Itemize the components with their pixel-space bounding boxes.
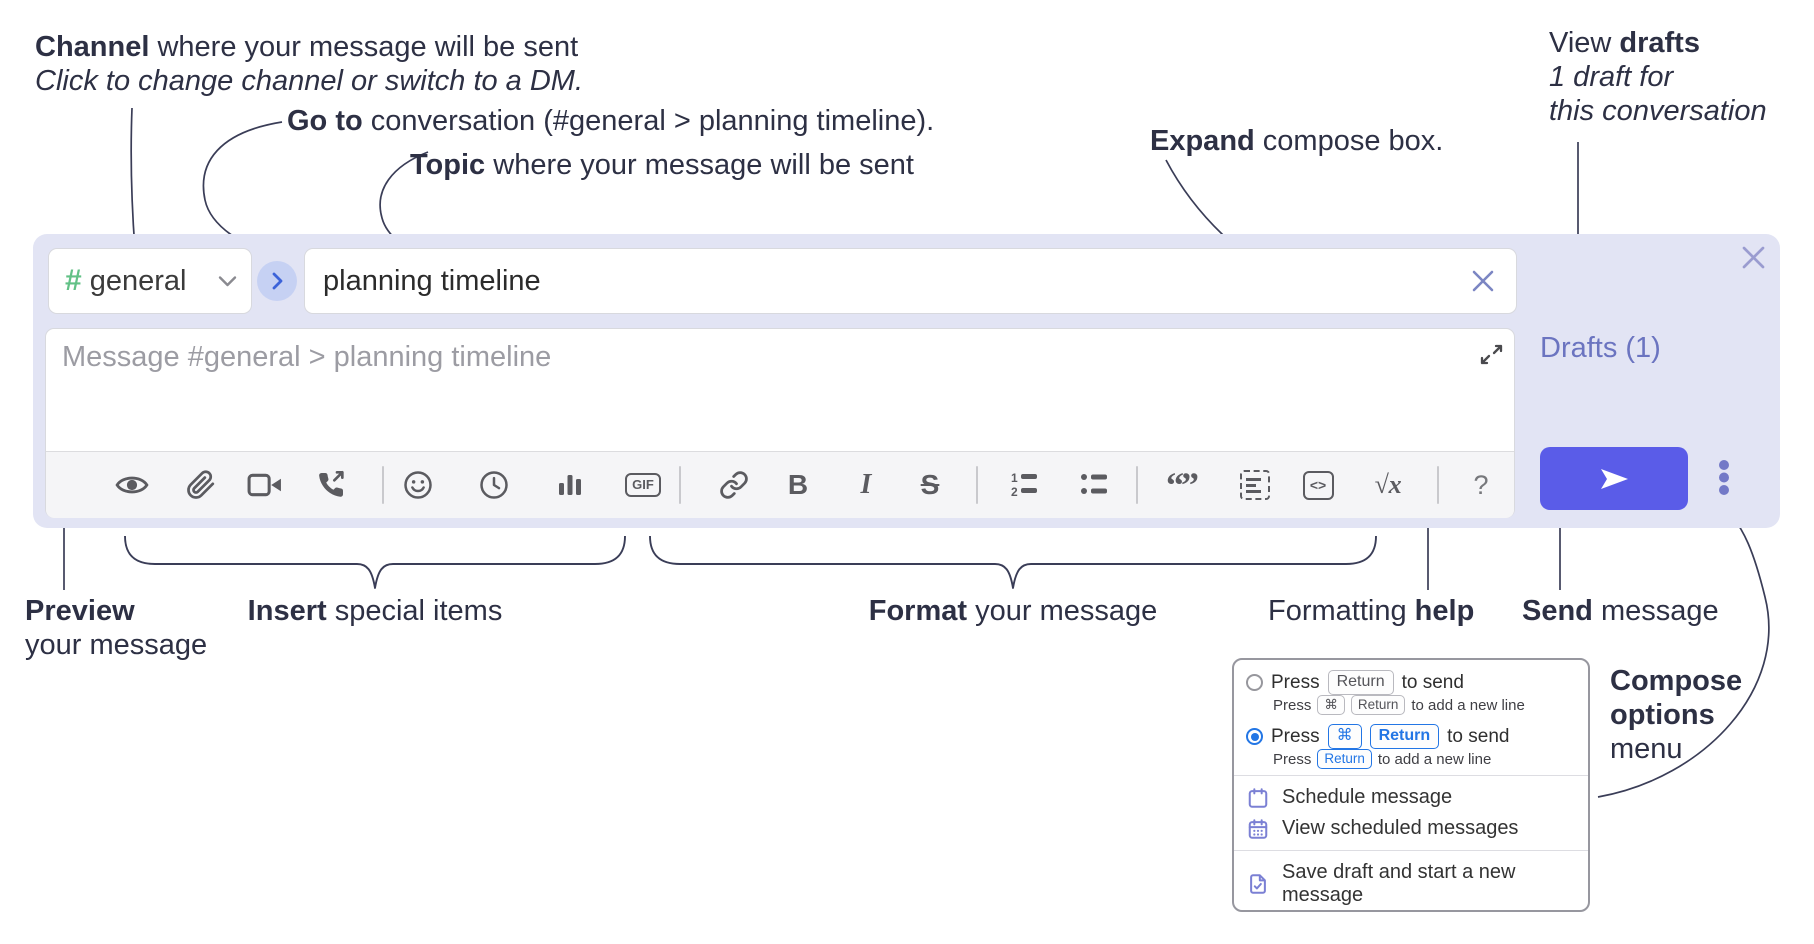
return-key: Return [1327,670,1394,695]
global-time-icon[interactable] [476,452,512,518]
gif-icon[interactable]: GIF [621,452,665,518]
toolbar-divider [1437,466,1439,504]
channel-name: general [89,264,187,297]
svg-text:1: 1 [1011,471,1018,485]
cmd-key: ⌘ [1327,724,1362,749]
bulleted-list-icon[interactable] [1074,452,1114,518]
preview-label: Preview your message [25,595,208,661]
topic-input[interactable] [305,264,1450,298]
return-key: Return [1350,695,1406,715]
format-label: Format your message [868,595,1158,627]
message-input[interactable] [60,339,1454,443]
send-button[interactable] [1540,447,1688,510]
toolbar-divider [976,466,978,504]
radio-selected[interactable] [1246,728,1263,745]
send-message-label: Send message [1522,595,1719,627]
code-icon[interactable]: <> [1300,452,1336,518]
math-icon[interactable]: √x [1374,470,1402,499]
preview-eye-icon[interactable] [114,452,150,518]
quote-icon[interactable]: “” [1166,465,1199,505]
link-icon[interactable] [716,452,752,518]
radio-unselected[interactable] [1246,674,1263,691]
channel-selector[interactable]: # general [48,248,252,314]
menu-item-save-draft-new-message[interactable]: Save draft and start a new message [1234,857,1588,911]
attach-file-icon[interactable] [183,452,219,518]
channel-annotation-line1: Channel where your message will be sent [35,31,579,63]
emoji-icon[interactable] [400,452,436,518]
italic-icon[interactable]: I [860,469,872,500]
cmd-key: ⌘ [1317,695,1345,715]
topic-input-container [304,248,1517,314]
calendar-list-icon [1247,818,1269,840]
menu-divider [1234,850,1588,851]
send-plane-icon [1597,464,1631,494]
expand-compose-icon[interactable] [1478,342,1505,367]
return-key: Return [1317,749,1372,769]
draft-file-check-icon [1247,873,1269,895]
poll-icon[interactable] [552,452,588,518]
compose-options-label: Compose options menu [1610,665,1743,765]
chevron-right-icon [267,270,287,292]
send-option-cmd-return-subtext: Press Return to add a new line [1273,749,1492,769]
formatting-help-label: Formatting help [1268,595,1475,627]
bold-icon[interactable]: B [787,469,809,500]
message-compose-area: GIF B I S 12 “” [45,328,1515,518]
formatting-help-icon[interactable]: ? [1473,469,1489,500]
topic-annotation: Topic where your message will be sent [410,149,914,181]
audio-call-icon[interactable] [312,452,350,518]
channel-hash-icon: # [65,264,82,297]
send-option-return[interactable]: Press Return to send [1234,670,1588,695]
compose-options-menu: Press Return to send Press ⌘ Return to a… [1232,658,1590,912]
send-option-return-subtext: Press ⌘ Return to add a new line [1273,695,1525,715]
svg-text:2: 2 [1011,485,1018,499]
spoiler-icon[interactable] [1238,452,1272,518]
toolbar-divider [382,466,384,504]
channel-annotation-line2: Click to change channel or switch to a D… [35,65,584,97]
insert-label: Insert special items [247,595,503,627]
video-call-icon[interactable] [246,452,284,518]
expand-annotation: Expand compose box. [1150,125,1444,157]
go-to-conversation-button[interactable] [257,261,297,301]
compose-options-ellipsis-icon[interactable] [1718,460,1730,496]
menu-item-schedule-message[interactable]: Schedule message [1234,782,1588,813]
goto-annotation: Go to conversation (#general > planning … [287,105,935,137]
toolbar-divider [679,466,681,504]
calendar-icon [1247,787,1269,809]
view-drafts-annotation: View drafts 1 draft for this conversatio… [1549,27,1767,127]
close-compose-icon[interactable] [1740,244,1767,271]
clear-topic-icon[interactable] [1450,268,1516,294]
menu-item-view-scheduled-messages[interactable]: View scheduled messages [1234,813,1588,844]
menu-divider [1234,775,1588,776]
strikethrough-icon[interactable]: S [920,469,940,500]
toolbar-divider [1136,466,1138,504]
send-option-cmd-return[interactable]: Press ⌘ Return to send [1234,724,1588,749]
drafts-link[interactable]: Drafts (1) [1540,332,1661,364]
return-key: Return [1369,724,1440,749]
chevron-down-icon [218,275,237,287]
